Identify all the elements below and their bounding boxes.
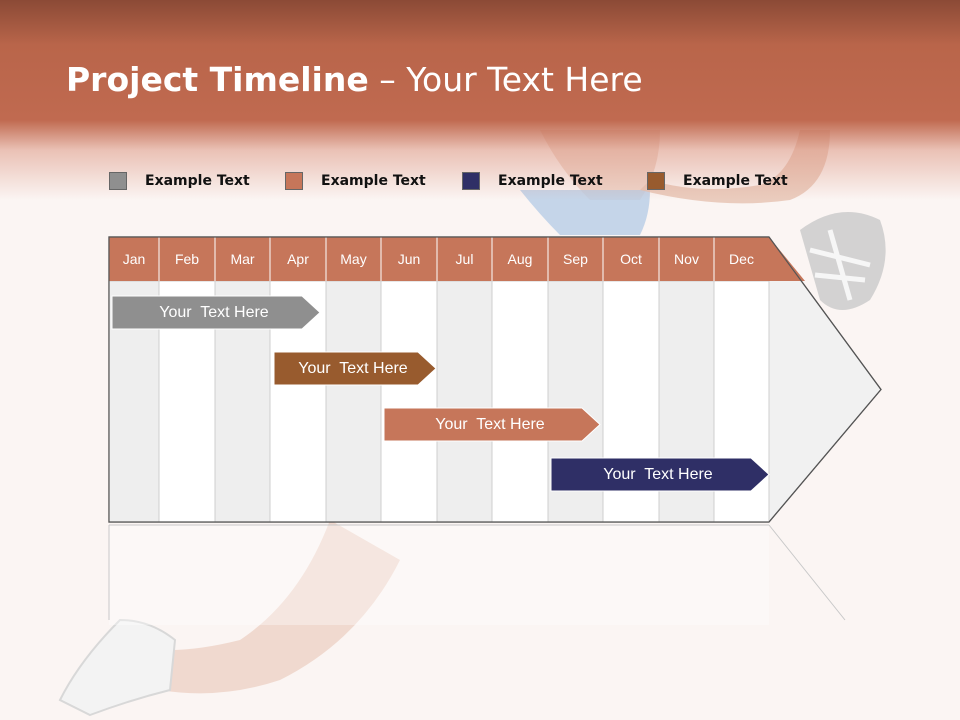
legend-item-1: Example Text xyxy=(109,170,250,192)
month-column-aug xyxy=(491,280,549,523)
task-arrow-3 xyxy=(383,407,601,442)
arrow-reflection xyxy=(109,525,769,625)
month-label-may: May xyxy=(340,251,367,267)
month-label-apr: Apr xyxy=(287,251,309,267)
legend-item-4: Example Text xyxy=(647,170,788,192)
task-label-1: Your Text Here xyxy=(159,304,269,321)
title-bold: Project Timeline xyxy=(66,60,369,99)
month-label-oct: Oct xyxy=(620,251,642,267)
legend-label-4: Example Text xyxy=(683,173,788,189)
month-label-sep: Sep xyxy=(563,251,588,267)
page-title: Project Timeline – Your Text Here xyxy=(66,60,643,99)
legend-swatch-4 xyxy=(647,172,665,190)
month-label-jan: Jan xyxy=(122,251,146,267)
month-label-jun: Jun xyxy=(397,251,421,267)
month-column-may xyxy=(325,280,382,523)
legend-swatch-3 xyxy=(462,172,480,190)
legend-swatch-1 xyxy=(109,172,127,190)
task-arrow-4 xyxy=(550,457,770,492)
legend-swatch-2 xyxy=(285,172,303,190)
legend-label-1: Example Text xyxy=(145,173,250,189)
title-rest: – Your Text Here xyxy=(368,60,643,99)
header-band xyxy=(0,0,960,200)
legend-item-2: Example Text xyxy=(285,170,426,192)
legend-label-2: Example Text xyxy=(321,173,426,189)
task-arrow-1 xyxy=(111,295,321,330)
month-label-mar: Mar xyxy=(230,251,255,267)
task-label-4: Your Text Here xyxy=(603,466,713,483)
task-label-2: Your Text Here xyxy=(298,360,408,377)
task-label-3: Your Text Here xyxy=(435,416,545,433)
month-label-aug: Aug xyxy=(507,251,533,267)
month-column-jun xyxy=(380,280,438,523)
legend-label-3: Example Text xyxy=(498,173,603,189)
timeline-arrow-outline xyxy=(108,236,882,523)
legend-item-3: Example Text xyxy=(462,170,603,192)
month-label-jul: Jul xyxy=(455,251,474,267)
month-column-jul xyxy=(436,280,493,523)
month-label-nov: Nov xyxy=(674,251,699,267)
task-arrow-2 xyxy=(273,351,437,386)
month-label-feb: Feb xyxy=(174,251,200,267)
reflection-tip-edge xyxy=(768,524,846,621)
month-header-band xyxy=(109,237,805,281)
month-label-dec: Dec xyxy=(729,251,754,267)
